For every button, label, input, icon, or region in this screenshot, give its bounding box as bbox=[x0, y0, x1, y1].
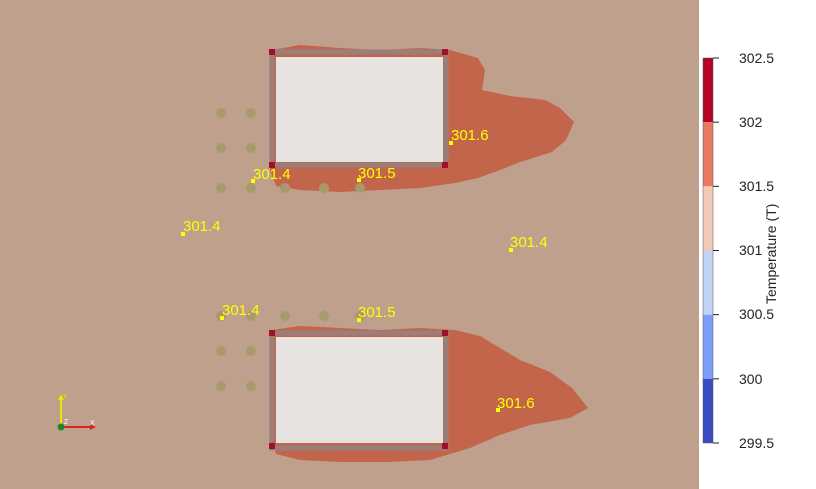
probe-label: 301.4 bbox=[183, 218, 221, 235]
pile bbox=[319, 311, 329, 321]
probe-label: 301.5 bbox=[358, 304, 396, 321]
pile bbox=[246, 381, 256, 391]
building-top-frame bbox=[269, 49, 449, 168]
building-bottom-frame bbox=[269, 330, 449, 451]
probe-point bbox=[496, 408, 500, 412]
probe-point bbox=[181, 232, 185, 236]
probe-label: 301.5 bbox=[358, 165, 396, 182]
pile bbox=[216, 381, 226, 391]
corner-marker bbox=[269, 330, 275, 336]
probe-point bbox=[251, 179, 255, 183]
corner-marker bbox=[442, 162, 448, 168]
pile bbox=[319, 183, 329, 193]
colorbar-band bbox=[703, 378, 713, 443]
corner-marker bbox=[269, 443, 275, 449]
pile-group-top bbox=[216, 108, 365, 193]
pile bbox=[216, 346, 226, 356]
pile bbox=[246, 143, 256, 153]
pile bbox=[280, 183, 290, 193]
probe-point bbox=[357, 318, 361, 322]
colorbar-tick-label: 300.5 bbox=[739, 306, 775, 322]
colorbar-tick-label: 302.5 bbox=[739, 50, 775, 66]
building-top bbox=[276, 57, 443, 162]
probe-points: 301.6 301.4 301.5 301.4 301.4 301.4 301.… bbox=[181, 127, 548, 412]
colorbar-legend: 302.5 302 301.5 301 300.5 300 299.5 Temp… bbox=[699, 0, 816, 489]
probe-label: 301.4 bbox=[510, 234, 548, 251]
colorbar-tick-label: 300 bbox=[739, 371, 763, 387]
colorbar-band bbox=[703, 250, 713, 315]
probe-label: 301.4 bbox=[222, 302, 260, 319]
corner-marker bbox=[442, 330, 448, 336]
z-axis-label: Z bbox=[64, 419, 69, 426]
x-axis-label: X bbox=[90, 420, 95, 427]
probe-label: 301.4 bbox=[253, 166, 291, 183]
probe-label: 301.6 bbox=[451, 127, 489, 144]
colorbar-band bbox=[703, 314, 713, 379]
pile bbox=[216, 143, 226, 153]
pile bbox=[280, 311, 290, 321]
z-axis-dot bbox=[57, 423, 65, 431]
colorbar-band bbox=[703, 122, 713, 187]
y-axis-label: Y bbox=[63, 394, 68, 401]
corner-marker bbox=[269, 49, 275, 55]
pile bbox=[246, 108, 256, 118]
pile bbox=[216, 108, 226, 118]
render-viewport[interactable]: 301.6 301.4 301.5 301.4 301.4 301.4 301.… bbox=[0, 0, 699, 489]
colorbar-scale bbox=[702, 57, 719, 444]
colorbar-tick-label: 301.5 bbox=[739, 178, 775, 194]
building-bottom bbox=[276, 337, 443, 443]
colorbar-tick-label: 301 bbox=[739, 242, 763, 258]
probe-point bbox=[449, 141, 453, 145]
pile bbox=[216, 183, 226, 193]
colorbar-tick-label: 299.5 bbox=[739, 435, 775, 451]
colorbar-title: Temperature (T) bbox=[763, 203, 779, 304]
colorbar-band bbox=[703, 58, 713, 123]
y-axis-arrow bbox=[58, 394, 64, 400]
orientation-axes: Y X Z bbox=[57, 394, 96, 431]
probe-point bbox=[220, 316, 224, 320]
corner-marker bbox=[442, 443, 448, 449]
probe-point bbox=[357, 178, 361, 182]
pile bbox=[246, 346, 256, 356]
x-axis-arrow bbox=[90, 424, 96, 430]
scene-canvas[interactable]: 301.6 301.4 301.5 301.4 301.4 301.4 301.… bbox=[0, 0, 699, 489]
corner-marker bbox=[442, 49, 448, 55]
pile-group-bottom bbox=[216, 311, 365, 391]
probe-label: 301.6 bbox=[497, 395, 535, 412]
colorbar-band bbox=[703, 186, 713, 251]
pile bbox=[355, 183, 365, 193]
colorbar-tick-label: 302 bbox=[739, 114, 763, 130]
probe-point bbox=[509, 248, 513, 252]
pile bbox=[246, 311, 256, 321]
pile bbox=[246, 183, 256, 193]
corner-marker bbox=[269, 162, 275, 168]
